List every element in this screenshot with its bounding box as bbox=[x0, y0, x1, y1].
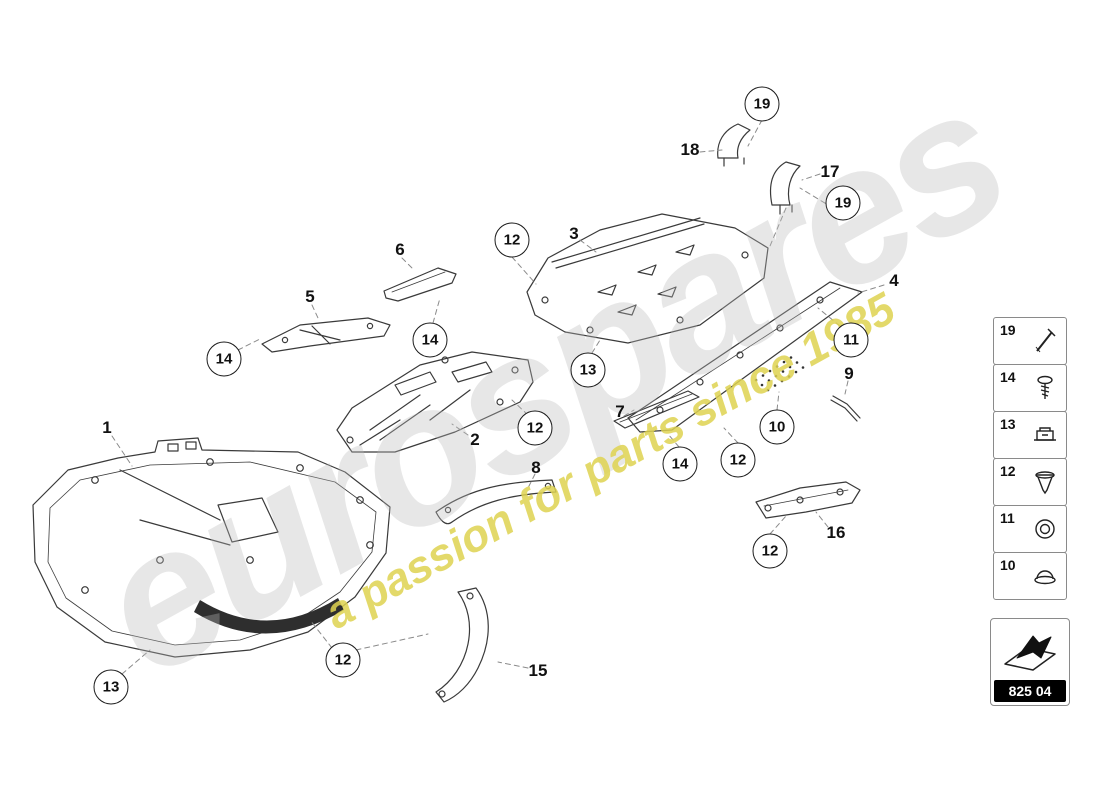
screw-grommet-icon bbox=[1030, 465, 1060, 499]
callout-14[interactable]: 14 bbox=[662, 446, 698, 482]
callout-7[interactable]: 7 bbox=[615, 402, 625, 421]
callout-13[interactable]: 13 bbox=[93, 669, 129, 705]
callout-10[interactable]: 10 bbox=[759, 409, 795, 445]
callout-14[interactable]: 14 bbox=[206, 341, 242, 377]
legend-item-10[interactable]: 10 bbox=[993, 552, 1067, 600]
legend-number: 12 bbox=[1000, 463, 1016, 479]
grille-dots bbox=[754, 356, 805, 392]
legend-item-14[interactable]: 14 bbox=[993, 364, 1067, 412]
part-1-shape bbox=[32, 437, 391, 658]
callout-12[interactable]: 12 bbox=[720, 442, 756, 478]
callout-12[interactable]: 12 bbox=[752, 533, 788, 569]
callout-19[interactable]: 19 bbox=[825, 185, 861, 221]
legend-number: 19 bbox=[1000, 322, 1016, 338]
push-clip-icon bbox=[1030, 371, 1060, 405]
callout-6[interactable]: 6 bbox=[395, 240, 405, 259]
legend-number: 14 bbox=[1000, 369, 1016, 385]
callout-18[interactable]: 18 bbox=[680, 140, 700, 159]
legend: 19 14 13 12 11 10 bbox=[993, 317, 1067, 600]
cap-plug-icon bbox=[1030, 559, 1060, 593]
part-15-shape bbox=[435, 587, 489, 703]
callout-4[interactable]: 4 bbox=[889, 271, 899, 290]
callout-5[interactable]: 5 bbox=[305, 287, 315, 306]
legend-item-11[interactable]: 11 bbox=[993, 505, 1067, 553]
callout-14[interactable]: 14 bbox=[412, 322, 448, 358]
part-7-shape bbox=[613, 390, 700, 429]
part-code: 825 04 bbox=[994, 680, 1066, 702]
callout-9[interactable]: 9 bbox=[844, 364, 854, 383]
legend-number: 11 bbox=[1000, 510, 1015, 526]
callout-8[interactable]: 8 bbox=[531, 458, 541, 477]
callout-12[interactable]: 12 bbox=[494, 222, 530, 258]
callout-15[interactable]: 15 bbox=[528, 661, 548, 680]
callout-1[interactable]: 1 bbox=[102, 418, 112, 437]
callout-3[interactable]: 3 bbox=[569, 224, 579, 243]
callout-11[interactable]: 11 bbox=[833, 322, 869, 358]
rivet-pin-icon bbox=[1030, 324, 1060, 358]
grommet-icon bbox=[1030, 512, 1060, 546]
legend-item-13[interactable]: 13 bbox=[993, 411, 1067, 459]
part-16-shape bbox=[755, 481, 861, 519]
part-code-box: 825 04 bbox=[990, 618, 1070, 706]
leader-lines bbox=[111, 119, 885, 675]
callout-13[interactable]: 13 bbox=[570, 352, 606, 388]
part-18-shape bbox=[717, 123, 751, 167]
part-3-shape bbox=[526, 213, 769, 344]
legend-item-12[interactable]: 12 bbox=[993, 458, 1067, 506]
legend-number: 13 bbox=[1000, 416, 1016, 432]
legend-number: 10 bbox=[1000, 557, 1016, 573]
callout-16[interactable]: 16 bbox=[826, 523, 846, 542]
callout-19[interactable]: 19 bbox=[744, 86, 780, 122]
part-6-shape bbox=[383, 267, 457, 302]
callout-2[interactable]: 2 bbox=[470, 430, 480, 449]
legend-item-19[interactable]: 19 bbox=[993, 317, 1067, 365]
part-17-shape bbox=[769, 161, 801, 215]
part-9-shape bbox=[830, 395, 861, 422]
mounting-clip-icon bbox=[1030, 418, 1060, 452]
part-8-shape bbox=[435, 479, 557, 525]
callout-12[interactable]: 12 bbox=[517, 410, 553, 446]
callout-17[interactable]: 17 bbox=[820, 162, 840, 181]
part-2-shape bbox=[336, 351, 534, 453]
part-5-shape bbox=[261, 317, 391, 353]
panel-direction-icon bbox=[991, 619, 1069, 680]
callout-12[interactable]: 12 bbox=[325, 642, 361, 678]
